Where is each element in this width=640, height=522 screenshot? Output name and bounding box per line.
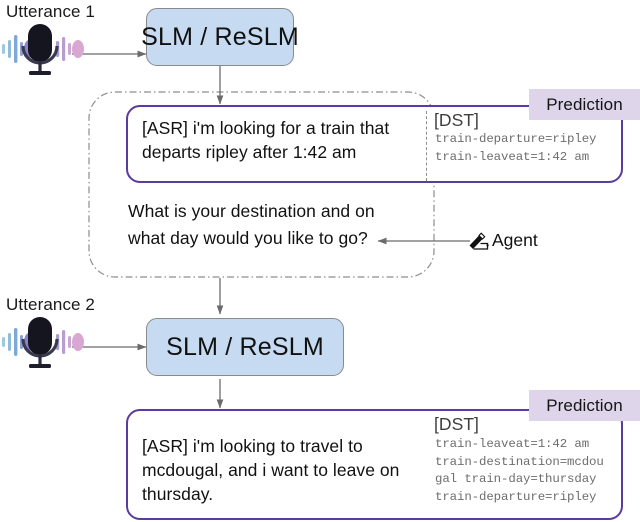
prediction-badge-1: Prediction [529, 89, 640, 120]
asr-transcript-2: [ASR] i'm looking to travel to mcdougal,… [142, 436, 400, 504]
microphone-icon [0, 18, 86, 80]
slm-model-box-1[interactable]: SLM / ReSLM [141, 8, 299, 66]
agent-label: Agent [492, 230, 538, 250]
prediction-box-2 [126, 409, 623, 520]
slm-model-label: SLM / ReSLM [166, 332, 324, 361]
prediction-badge-label-1: Prediction [546, 94, 623, 114]
agent-question-text: What is your destination and on what day… [128, 201, 375, 248]
utterance-2-label: Utterance 2 [6, 295, 95, 314]
utterance-1-label: Utterance 1 [6, 2, 95, 21]
slm-model-label: SLM / ReSLM [141, 22, 299, 51]
prediction-divider-1 [426, 111, 427, 181]
microphone-icon [0, 311, 86, 373]
prediction-badge-label-2: Prediction [546, 395, 623, 415]
dst-values-1: train-departure=ripley train-leaveat=1:4… [435, 132, 597, 164]
slm-model-box-2[interactable]: SLM / ReSLM [146, 318, 344, 376]
dst-values-2: train-leaveat=1:42 am train-destination=… [435, 437, 604, 504]
asr-transcript-1: [ASR] i'm looking for a train that depar… [142, 118, 390, 162]
dst-header-1: [DST] [434, 110, 479, 130]
writing-hand-icon [468, 231, 490, 251]
prediction-badge-2: Prediction [529, 390, 640, 421]
dst-header-2: [DST] [434, 414, 479, 434]
